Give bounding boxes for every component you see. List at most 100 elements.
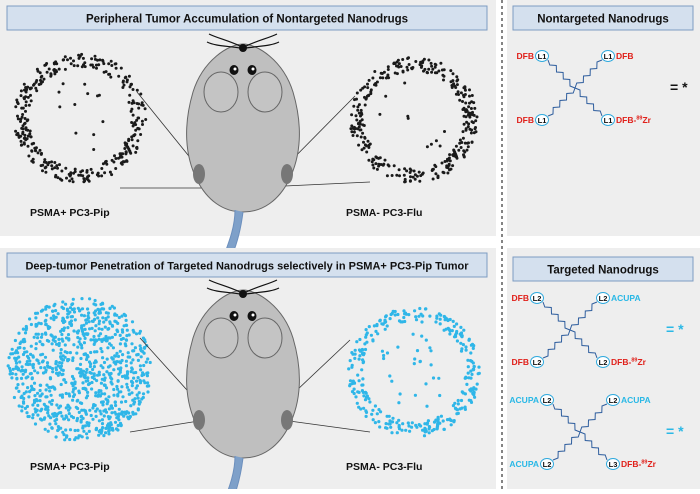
nanodrug-dot bbox=[355, 401, 359, 405]
nanodrug-dot bbox=[77, 389, 81, 393]
nanodrug-dot bbox=[434, 172, 438, 176]
nanodrug-dot bbox=[428, 425, 432, 429]
nanodrug-dot bbox=[385, 351, 390, 355]
nanodrug-dot bbox=[465, 382, 469, 386]
nanodrug-dot bbox=[89, 338, 93, 342]
nanodrug-dot bbox=[358, 354, 362, 358]
nanodrug-dot bbox=[45, 313, 49, 317]
dfb-zr-label: DFB-89Zr bbox=[621, 459, 657, 469]
nanodrug-dot bbox=[31, 416, 35, 420]
nanodrug-dot bbox=[75, 367, 79, 371]
nanodrug-dot bbox=[55, 417, 59, 422]
nanodrug-dot bbox=[466, 113, 470, 117]
nanodrug-dot bbox=[103, 392, 107, 396]
nanodrug-dot bbox=[28, 362, 32, 366]
nanodrug-dot bbox=[397, 168, 401, 172]
nanodrug-dot bbox=[464, 376, 468, 380]
nanodrug-dot bbox=[66, 359, 70, 363]
nanodrug-dot bbox=[119, 400, 124, 404]
nanodrug-dot bbox=[14, 105, 18, 109]
nanodrug-dot bbox=[377, 420, 381, 424]
nanodrug-dot bbox=[404, 428, 408, 432]
nanodrug-dot bbox=[102, 337, 106, 341]
nanodrug-dot bbox=[44, 395, 48, 399]
nanodrug-dot bbox=[130, 135, 134, 139]
nanodrug-dot bbox=[64, 435, 69, 439]
nanodrug-dot bbox=[141, 103, 145, 107]
nanodrug-dot bbox=[100, 418, 104, 422]
nanodrug-dot bbox=[458, 98, 462, 102]
nanodrug-dot bbox=[95, 173, 99, 177]
nanodrug-dot bbox=[81, 56, 85, 60]
nanodrug-dot bbox=[407, 56, 410, 60]
nanodrug-dot bbox=[121, 86, 125, 89]
nanodrug-dot bbox=[389, 425, 393, 429]
nanodrug-dot bbox=[474, 130, 478, 134]
nanodrug-dot bbox=[379, 410, 383, 414]
nanodrug-dot bbox=[35, 323, 39, 327]
nanodrug-dot bbox=[422, 434, 427, 438]
nanodrug-dot bbox=[71, 384, 75, 388]
nanodrug-dot bbox=[59, 426, 63, 430]
nanodrug-dot bbox=[104, 386, 109, 390]
nanodrug-dot bbox=[387, 422, 391, 426]
nanodrug-dot bbox=[408, 429, 412, 433]
label-pip-bottom: PSMA+ PC3-Pip bbox=[30, 461, 110, 473]
nanodrug-dot bbox=[50, 426, 54, 430]
nanodrug-dot bbox=[131, 349, 135, 353]
tumor-pip-dots-peripheral bbox=[14, 52, 148, 184]
nanodrug-dot bbox=[451, 164, 455, 168]
nanodrug-dot bbox=[385, 324, 389, 328]
nanodrug-dot bbox=[94, 324, 98, 328]
nanodrug-dot bbox=[47, 385, 51, 389]
nanodrug-dot bbox=[59, 351, 63, 355]
nanodrug-dot bbox=[25, 88, 29, 92]
nanodrug-dot bbox=[360, 148, 364, 152]
nanodrug-dot bbox=[97, 322, 101, 326]
nanodrug-dot bbox=[450, 329, 454, 333]
nanodrug-dot bbox=[108, 373, 112, 377]
nanodrug-dot bbox=[36, 403, 40, 407]
nanodrug-dot bbox=[95, 407, 99, 411]
nanodrug-dot bbox=[397, 418, 401, 422]
nanodrug-dot bbox=[357, 357, 361, 361]
nanodrug-dot bbox=[73, 428, 77, 433]
nanodrug-dot bbox=[28, 372, 32, 376]
nanodrug-dot bbox=[42, 160, 46, 164]
nanodrug-dot bbox=[97, 429, 101, 434]
nanodrug-dot bbox=[362, 140, 365, 144]
nanodrug-dot bbox=[94, 338, 98, 342]
nanodrug-dot bbox=[463, 405, 467, 409]
nanodrug-dot bbox=[93, 54, 97, 58]
nanodrug-dot bbox=[109, 404, 114, 408]
nanodrug-dot bbox=[429, 349, 433, 353]
terminal-group-label: DFB bbox=[512, 357, 529, 367]
nanodrug-dot bbox=[94, 303, 98, 307]
nanodrug-dot bbox=[26, 134, 30, 138]
nanodrug-dot bbox=[134, 332, 139, 336]
nanodrug-dot bbox=[22, 346, 26, 350]
nanodrug-dot bbox=[32, 387, 36, 392]
nanodrug-dot bbox=[431, 67, 435, 71]
nanodrug-dot bbox=[60, 178, 64, 182]
nanodrug-dot bbox=[456, 402, 460, 406]
nanodrug-dot bbox=[418, 359, 422, 363]
nanodrug-dot bbox=[60, 332, 64, 337]
nanodrug-dot bbox=[472, 365, 476, 369]
nanodrug-dot bbox=[114, 167, 118, 170]
nanodrug-dot bbox=[418, 179, 422, 183]
nanodrug-dot bbox=[348, 359, 352, 363]
nanodrug-dot bbox=[111, 346, 115, 350]
nanodrug-dot bbox=[352, 104, 356, 108]
nanodrug-dot bbox=[361, 123, 365, 127]
nanodrug-dot bbox=[61, 82, 65, 86]
nanodrug-dot bbox=[459, 325, 463, 329]
nanodrug-dot bbox=[456, 411, 460, 415]
nanodrug-dot bbox=[142, 379, 146, 383]
nanodrug-dot bbox=[144, 360, 148, 364]
title-nontargeted: Nontargeted Nanodrugs bbox=[537, 14, 669, 26]
polymer-arm bbox=[542, 329, 571, 359]
nanodrug-dot bbox=[408, 167, 412, 171]
nanodrug-dot bbox=[91, 417, 95, 421]
nanodrug-dot bbox=[17, 389, 21, 393]
